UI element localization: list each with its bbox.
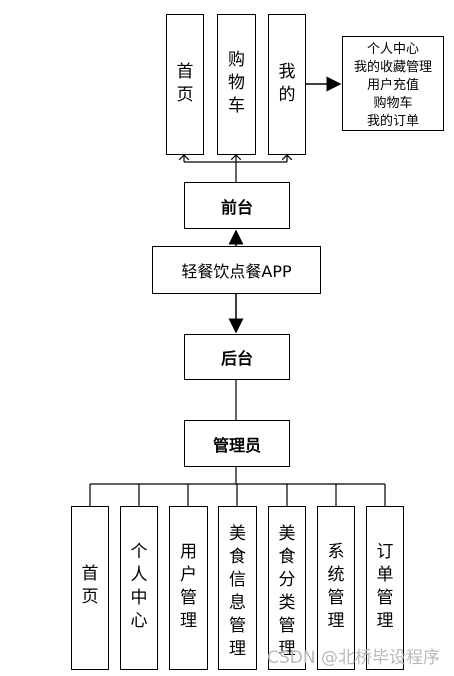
detail-item: 我的订单	[366, 114, 419, 129]
admin-module-order-management: 订单管理	[366, 506, 404, 670]
admin-module-label: 首页	[81, 564, 99, 607]
csdn-watermark: CSDN @北桥毕设程序	[267, 648, 440, 668]
admin-module-label: 美食信息管理	[229, 524, 246, 659]
admin-module-food-info-management: 美食信息管理	[218, 506, 257, 670]
detail-item: 个人中心	[366, 42, 419, 57]
front-page-label: 购物车	[228, 50, 245, 116]
front-end-label: 前台	[220, 197, 253, 217]
admin-module-label: 系统管理	[327, 542, 345, 631]
admin-module-label: 美食分类管理	[278, 524, 296, 659]
front-page-label: 我的	[278, 62, 296, 105]
front-page-cart: 购物车	[217, 14, 256, 155]
admin-label: 管理员	[212, 435, 261, 455]
admin-module-user-management: 用户管理	[169, 506, 208, 670]
back-end-box: 后台	[184, 334, 290, 380]
back-end-label: 后台	[220, 349, 253, 368]
my-page-detail-box: 个人中心 我的收藏管理 用户充值 购物车 我的订单	[342, 36, 444, 131]
admin-module-system-management: 系统管理	[317, 506, 355, 670]
app-root-box: 轻餐饮点餐APP	[152, 246, 321, 294]
app-root-label: 轻餐饮点餐APP	[181, 262, 292, 281]
admin-module-label: 订单管理	[376, 542, 394, 631]
admin-tree-lines	[89, 467, 386, 506]
detail-item: 我的收藏管理	[353, 60, 432, 75]
front-page-mine: 我的	[268, 14, 306, 155]
front-page-label: 首页	[176, 62, 194, 105]
detail-item: 用户充值	[366, 78, 419, 93]
admin-box: 管理员	[184, 420, 290, 467]
admin-module-home: 首页	[71, 506, 109, 670]
admin-module-label: 个人中心	[130, 542, 148, 631]
front-end-box: 前台	[184, 182, 290, 229]
admin-module-label: 用户管理	[180, 542, 197, 631]
detail-item: 购物车	[373, 96, 413, 111]
admin-module-food-category-management: 美食分类管理	[268, 506, 306, 670]
front-tree-lines	[184, 155, 287, 182]
front-page-home: 首页	[166, 14, 204, 155]
admin-module-personal-center: 个人中心	[120, 506, 158, 670]
